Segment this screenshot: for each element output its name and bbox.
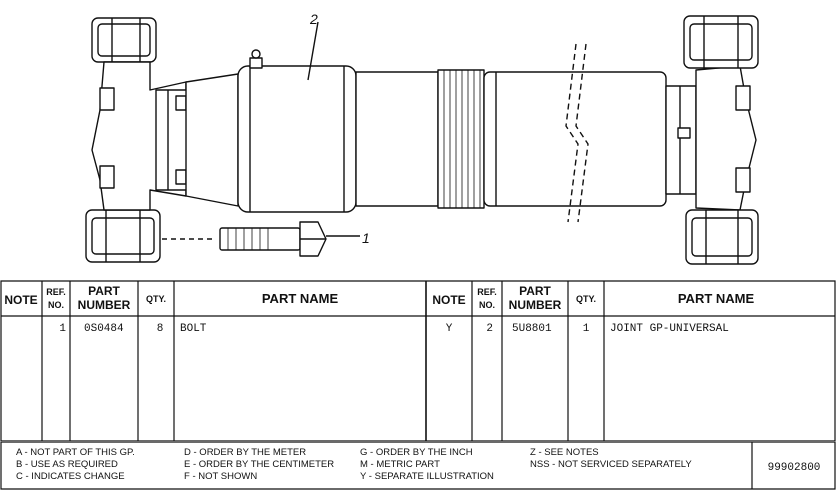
- left-row-part-name: BOLT: [180, 323, 207, 335]
- bolt-drawing: [220, 222, 326, 256]
- legend-a: A - NOT PART OF THIS GP.: [16, 447, 135, 458]
- legend-g: G - ORDER BY THE INCH: [360, 447, 473, 458]
- right-tube: [484, 72, 666, 206]
- left-row-ref: 1: [59, 323, 66, 335]
- leader-line-2: [308, 22, 318, 80]
- legend-e: E - ORDER BY THE CENTIMETER: [184, 459, 334, 470]
- grease-fitting: [250, 58, 262, 68]
- right-row-part-number: 5U8801: [512, 323, 552, 335]
- right-top-bearing-cap: [684, 16, 758, 68]
- legend-f: F - NOT SHOWN: [184, 471, 257, 482]
- header-partno-right-1: PART: [519, 284, 551, 298]
- header-qty-left: QTY.: [146, 294, 166, 304]
- header-ref-left-1: REF.: [46, 287, 66, 297]
- callout-2: 2: [309, 11, 318, 27]
- document-number: 99902800: [768, 462, 821, 474]
- header-note-left: NOTE: [4, 293, 37, 307]
- callout-1: 1: [362, 230, 370, 246]
- left-row-part-number: 0S0484: [84, 323, 124, 335]
- left-row-qty: 8: [157, 323, 164, 335]
- right-cross-cap-top: [736, 86, 750, 110]
- header-ref-right-2: NO.: [479, 300, 495, 310]
- legend-y: Y - SEPARATE ILLUSTRATION: [360, 471, 494, 482]
- header-partno-right-2: NUMBER: [509, 298, 562, 312]
- right-flange: [666, 86, 696, 194]
- legend-b: B - USE AS REQUIRED: [16, 459, 118, 470]
- legend-z: Z - SEE NOTES: [530, 447, 599, 458]
- legend: A - NOT PART OF THIS GP. B - USE AS REQU…: [0, 442, 836, 490]
- spline-section: [438, 70, 484, 208]
- right-bottom-bearing-cap: [686, 210, 758, 264]
- shaft-tube: [186, 74, 238, 206]
- header-partno-left-1: PART: [88, 284, 120, 298]
- right-row-ref: 2: [486, 323, 493, 335]
- left-cross-cap-top: [100, 88, 114, 110]
- break-mark: [566, 44, 578, 222]
- right-row-qty: 1: [583, 323, 590, 335]
- right-row-part-name: JOINT GP-UNIVERSAL: [610, 323, 729, 335]
- parts-table: NOTE REF. NO. PART NUMBER QTY. PART NAME…: [0, 280, 836, 442]
- legend-c: C - INDICATES CHANGE: [16, 471, 125, 482]
- legend-m: M - METRIC PART: [360, 459, 440, 470]
- slip-yoke-sleeve: [238, 66, 356, 212]
- header-partname-left: PART NAME: [262, 291, 339, 306]
- sleeve-tube: [356, 72, 438, 206]
- legend-d: D - ORDER BY THE METER: [184, 447, 306, 458]
- header-note-right: NOTE: [432, 293, 465, 307]
- left-cross-cap-bottom: [100, 166, 114, 188]
- header-ref-left-2: NO.: [48, 300, 64, 310]
- right-row-note: Y: [446, 323, 453, 335]
- header-ref-right-1: REF.: [477, 287, 497, 297]
- drive-shaft-illustration: 2 1: [0, 11, 836, 280]
- header-partno-left-2: NUMBER: [78, 298, 131, 312]
- left-top-bearing-cap: [92, 18, 156, 62]
- legend-nss: NSS - NOT SERVICED SEPARATELY: [530, 459, 692, 470]
- right-cross-cap-bottom: [736, 168, 750, 192]
- left-bottom-bearing-cap: [86, 210, 160, 262]
- header-qty-right: QTY.: [576, 294, 596, 304]
- header-partname-right: PART NAME: [678, 291, 755, 306]
